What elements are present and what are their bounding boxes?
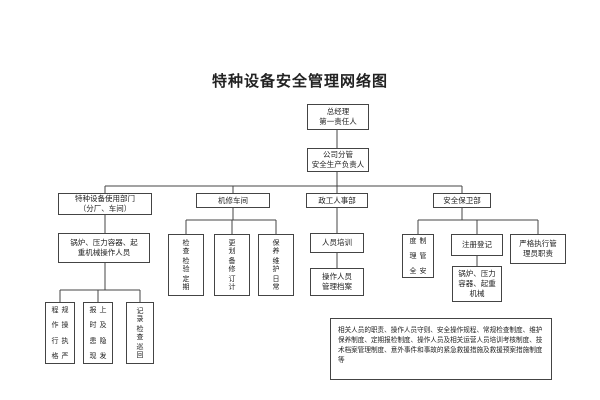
operators-box: 锅炉、压力容器、起 重机械操作人员: [58, 233, 150, 263]
operator-archive-box: 操作人员 管理档案: [310, 268, 364, 296]
hazard-col-1: 发现: [89, 352, 107, 361]
maintenance-col-2: 维护: [272, 257, 280, 273]
personnel-training-label: 人员培训: [322, 238, 352, 247]
strict-duty-box: 严格执行管 理员职责: [510, 234, 566, 264]
maintenance-workshop-label: 机修车间: [218, 195, 248, 205]
registration-box: 注册登记: [451, 234, 503, 256]
record-col-2: 检查: [136, 325, 144, 341]
equipment-line1: 锅炉、压力: [458, 269, 496, 278]
archive-line2: 管理档案: [322, 282, 352, 291]
user-department-sub-label: （分厂、车间）: [78, 204, 132, 213]
inspection-col-2: 检验: [182, 257, 190, 273]
safety-col-2: 管理: [409, 252, 427, 260]
first-responsible-label: 第一责任人: [319, 117, 357, 126]
repair-col-1: 订计: [228, 275, 236, 291]
admin-hr-label: 政工人事部: [318, 195, 356, 205]
strict-col-4: 规程: [51, 305, 69, 314]
admin-hr-box: 政工人事部: [306, 193, 368, 208]
safety-lead-label: 安全生产负责人: [311, 160, 365, 169]
equipment-box: 锅炉、压力 容器、起重 机械: [452, 266, 502, 302]
hazard-report-box: 发现 隐患 及时 上报: [83, 302, 113, 364]
hazard-col-2: 隐患: [89, 336, 107, 345]
inspection-col-3: 检查: [182, 239, 190, 255]
daily-maintenance-box: 日常 维护 保养: [258, 234, 294, 296]
maintenance-workshop-box: 机修车间: [196, 193, 270, 208]
operators-line1: 锅炉、压力容器、起: [70, 238, 138, 247]
repair-col-3: 更划: [228, 239, 236, 255]
personnel-training-box: 人员培训: [310, 233, 364, 253]
security-dept-box: 安全保卫部: [433, 193, 491, 208]
equipment-line3: 机械: [469, 289, 485, 298]
patrol-record-box: 巡回 检查 记录: [126, 302, 154, 364]
safety-management-box: 安全 管理 制度: [402, 234, 434, 278]
safety-col-3: 制度: [409, 237, 427, 246]
diagram-title: 特种设备安全管理网络图: [211, 72, 388, 90]
deputy-safety-box: 公司分管 安全生产负责人: [307, 148, 369, 172]
maintenance-col-1: 日常: [272, 275, 280, 291]
user-department-box: 特种设备使用部门 （分厂、车间）: [58, 193, 152, 215]
repair-plan-box: 订计 备修 更划: [214, 234, 250, 296]
registration-label: 注册登记: [462, 240, 492, 249]
record-col-3: 记录: [136, 307, 144, 323]
periodic-inspection-box: 定期 检验 检查: [168, 234, 204, 296]
safety-col-1: 安全: [409, 266, 427, 275]
strict-duty-line1: 严格执行管: [519, 239, 557, 248]
strict-col-2: 执行: [51, 336, 69, 345]
security-dept-label: 安全保卫部: [443, 195, 481, 205]
strict-col-3: 操作: [51, 321, 69, 330]
hazard-col-4: 上报: [89, 305, 107, 314]
operators-line2: 重机械操作人员: [77, 248, 131, 257]
hazard-col-3: 及时: [89, 321, 107, 330]
general-manager-box: 总经理 第一责任人: [307, 104, 369, 130]
maintenance-col-3: 保养: [272, 239, 280, 255]
strict-operation-box: 严格 执行 操作 规程: [45, 302, 75, 364]
deputy-label: 公司分管: [323, 150, 353, 159]
user-department-label: 特种设备使用部门: [75, 194, 135, 203]
responsibility-notes-box: 相关人员的职责、操作人员守则、安全操作规程、常规检查制度、维护保养制度、定期报检…: [330, 318, 552, 380]
repair-col-2: 备修: [228, 257, 236, 273]
strict-col-1: 严格: [51, 352, 69, 361]
equipment-line2: 容器、起重: [458, 279, 496, 288]
responsibility-notes-text: 相关人员的职责、操作人员守则、安全操作规程、常规检查制度、维护保养制度、定期报检…: [338, 326, 543, 364]
archive-line1: 操作人员: [322, 272, 352, 281]
inspection-col-1: 定期: [182, 275, 190, 291]
strict-duty-line2: 理员职责: [523, 249, 553, 258]
general-manager-label: 总经理: [326, 107, 350, 116]
record-col-1: 巡回: [136, 343, 144, 359]
